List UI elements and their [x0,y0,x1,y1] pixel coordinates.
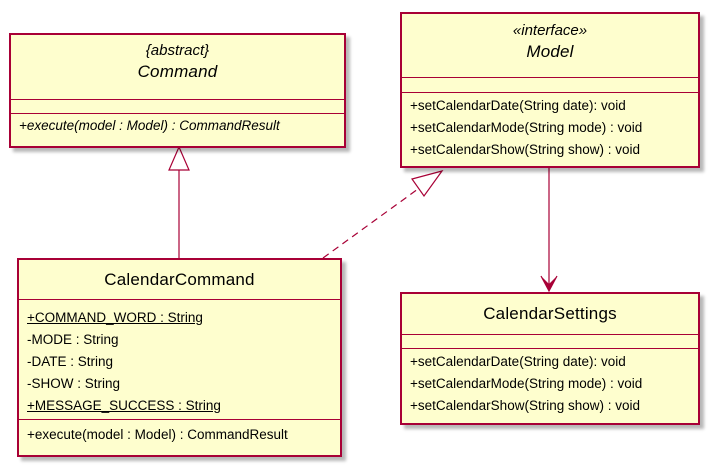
methods-compartment: +setCalendarDate(String date): void +set… [402,348,698,420]
method: +setCalendarMode(String mode) : void [410,376,643,391]
methods-compartment: +setCalendarDate(String date): void +set… [402,92,698,164]
method: +execute(model : Model) : CommandResult [19,118,280,133]
method: +execute(model : Model) : CommandResult [27,427,288,442]
class-calendar-settings-header: CalendarSettings [402,294,698,334]
class-model-header: «interface» Model [402,14,698,77]
method: +setCalendarDate(String date): void [410,354,626,369]
class-stereotype: {abstract} [145,42,210,59]
class-calendar-command: CalendarCommand +COMMAND_WORD : String -… [17,258,342,457]
class-calendar-settings: CalendarSettings +setCalendarDate(String… [400,292,700,425]
class-stereotype: «interface» [512,22,588,39]
method: +setCalendarDate(String date): void [410,98,626,113]
field: -MODE : String [27,332,119,347]
methods-compartment: +execute(model : Model) : CommandResult [11,113,344,140]
realization-arrowhead [411,169,444,198]
class-name: Model [526,42,574,61]
class-command: {abstract} Command +execute(model : Mode… [9,33,346,148]
method: +setCalendarMode(String mode) : void [410,120,643,135]
class-model: «interface» Model +setCalendarDate(Strin… [400,12,700,168]
field: -SHOW : String [27,376,121,391]
class-calendar-command-header: CalendarCommand [19,260,340,299]
attributes-compartment [11,99,344,113]
class-command-header: {abstract} Command [11,35,344,99]
field: -DATE : String [27,354,114,369]
realization-edge [322,188,419,259]
class-name: Command [137,62,218,81]
class-name: CalendarCommand [104,270,255,289]
method: +setCalendarShow(String show) : void [410,142,640,157]
attributes-compartment [402,334,698,348]
method: +setCalendarShow(String show) : void [410,398,640,413]
static-field: +COMMAND_WORD : String [27,310,203,325]
fields-compartment: +COMMAND_WORD : String -MODE : String -D… [19,299,340,419]
attributes-compartment [402,77,698,92]
generalization-arrowhead [168,145,190,171]
static-field: +MESSAGE_SUCCESS : String [27,398,221,413]
class-name: CalendarSettings [483,304,617,323]
methods-compartment: +execute(model : Model) : CommandResult [19,419,340,449]
